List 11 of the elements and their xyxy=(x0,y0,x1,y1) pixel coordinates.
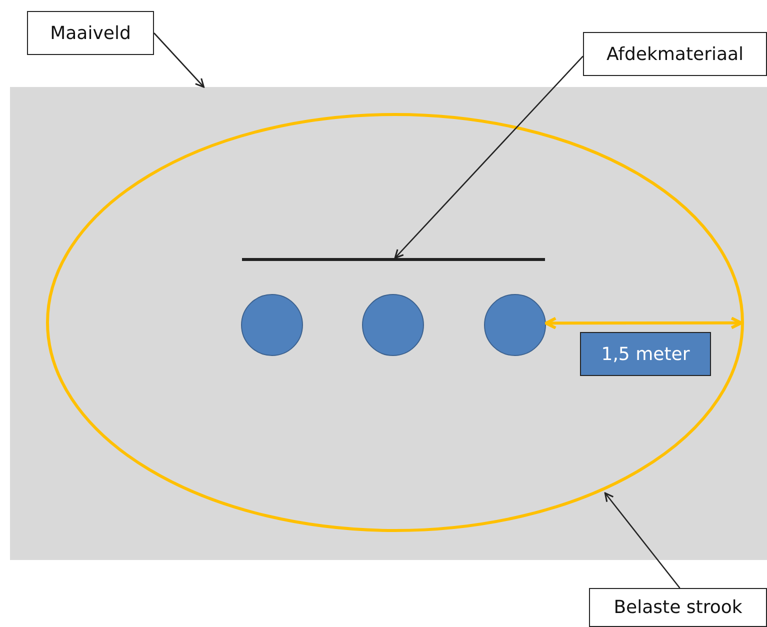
callout-label: Belaste strook xyxy=(589,588,767,627)
leader-line xyxy=(154,32,205,88)
cover-line xyxy=(242,258,545,261)
load-zone-ellipse xyxy=(46,113,744,532)
leader-line xyxy=(394,56,584,259)
ground-area xyxy=(10,87,767,560)
dimension-label: 1,5 meter xyxy=(580,332,711,376)
leader-line xyxy=(604,492,680,588)
double-arrow xyxy=(544,316,743,330)
callout-label: Maaiveld xyxy=(27,11,154,55)
callout-label: Afdekmateriaal xyxy=(583,32,767,76)
